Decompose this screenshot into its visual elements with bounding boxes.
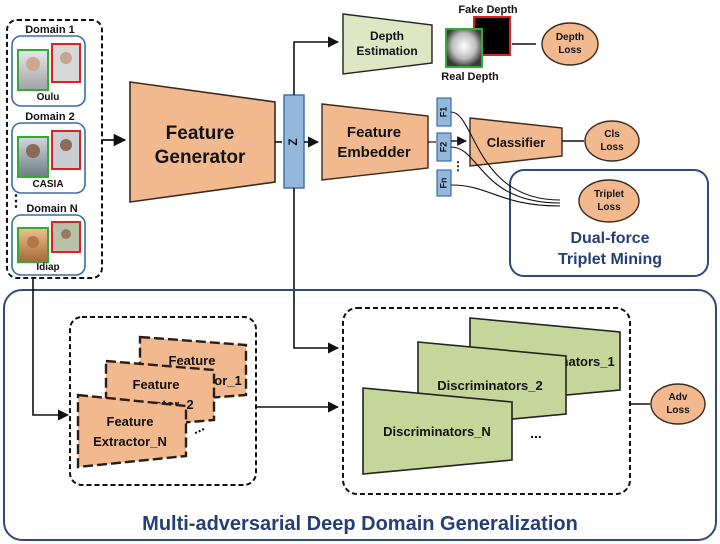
classifier-block	[469, 117, 563, 167]
classifier-label: Classifier	[487, 135, 546, 150]
fake-depth-label: Fake Depth	[458, 4, 518, 16]
feature-embedder-label-2: Embedder	[337, 144, 411, 161]
feature-extractor-n: Feature Extractor_N	[76, 393, 188, 469]
depth-estimation-label-2: Estimation	[356, 44, 417, 58]
adv-loss-label-2: Loss	[666, 405, 690, 416]
feature-embedder-block	[321, 103, 429, 181]
z-feature: Z	[283, 94, 305, 189]
dual-force-title-2: Triplet Mining	[558, 251, 662, 268]
embedding-fn-label: Fn	[438, 178, 448, 189]
z-label: Z	[286, 138, 300, 145]
triplet-line-fn	[450, 184, 561, 207]
feature-extractor-n-block	[76, 393, 188, 469]
feature-extractor-1-label-1: Feature	[169, 353, 216, 368]
triplet-mining-panel: Triplet Loss Dual-force Triplet Mining	[450, 111, 709, 277]
embedding-fn-bar	[436, 169, 452, 197]
arrow-domains-to-extractors	[32, 278, 70, 421]
domain-n-heading: Domain N	[26, 203, 77, 215]
domain-1-fake-face-head	[60, 52, 72, 64]
depth-loss-label-2: Loss	[558, 45, 582, 56]
discriminator-2-label: Discriminators_2	[437, 378, 543, 393]
domain-n-face-head	[27, 236, 39, 248]
feature-extractor-n-label-2: Extractor_N	[93, 434, 167, 449]
cls-loss: Cls Loss	[584, 120, 640, 162]
triplet-line-f1	[450, 111, 561, 201]
discriminator-n-block	[362, 387, 513, 475]
dual-force-title-1: Dual-force	[570, 230, 649, 247]
domain-2-fake-face-head	[60, 139, 72, 151]
multi-adversarial-title: Multi-adversarial Deep Domain Generaliza…	[142, 513, 578, 535]
real-depth-label: Real Depth	[441, 71, 499, 83]
domain-1-heading: Domain 1	[25, 24, 75, 36]
embedding-f2-label: F2	[438, 142, 448, 153]
domain-2-dataset: CASIA	[32, 179, 63, 190]
feature-extractor-2-label-1: Feature	[133, 377, 180, 392]
depth-loss-node	[541, 22, 599, 66]
depth-loss-label-1: Depth	[556, 32, 584, 43]
feature-generator-label-1: Feature	[166, 123, 235, 144]
triplet-loss-node	[578, 179, 640, 223]
feature-generator: Feature Generator	[129, 81, 276, 203]
embedding-ellipsis: ⋮	[452, 159, 464, 173]
feature-generator-block	[129, 81, 276, 203]
domain-2-face-head	[26, 144, 40, 158]
multi-adversarial-border	[3, 289, 717, 541]
feature-embedder-label-1: Feature	[347, 124, 401, 141]
triplet-loss-label-1: Triplet	[594, 189, 625, 200]
domain-ellipsis: ⋮	[8, 193, 24, 210]
domain-panel: Domain 1 Oulu Domain 2 CASIA ⋮ Domain N …	[6, 19, 103, 279]
feature-generator-label-2: Generator	[155, 147, 246, 168]
domain-2-heading: Domain 2	[25, 111, 75, 123]
triplet-mining-border	[509, 169, 709, 277]
discriminator-n: Discriminators_N	[362, 387, 513, 475]
feature-extractor-n-label-1: Feature	[107, 414, 154, 429]
embedding-f1-label: F1	[438, 107, 448, 118]
classifier: Classifier	[469, 117, 563, 167]
adv-loss-node	[650, 383, 706, 425]
discriminator-panel-border	[342, 307, 631, 495]
domain-n-dataset: Idiap	[36, 262, 59, 273]
depth-estimation-label-1: Depth	[370, 29, 404, 43]
depth-estimation-block	[342, 13, 433, 75]
domain-n-fake-face-head	[61, 229, 71, 239]
cls-loss-label-1: Cls	[604, 129, 620, 140]
multi-adversarial-panel: Feature Extractor_1 Feature Extractor_2 …	[3, 278, 717, 541]
adv-loss-label-1: Adv	[669, 392, 688, 403]
triplet-loss-label-2: Loss	[597, 202, 621, 213]
discriminator-ellipsis: ...	[530, 425, 542, 441]
depth-loss: Depth Loss	[541, 22, 599, 66]
real-depth-map	[445, 28, 483, 68]
domain-panel-border	[6, 19, 103, 279]
triplet-line-f2	[450, 146, 561, 204]
cls-loss-node	[584, 120, 640, 162]
discriminator-n-label: Discriminators_N	[383, 424, 491, 439]
domain-1-dataset: Oulu	[37, 92, 60, 103]
extractor-panel-border	[69, 316, 257, 486]
depth-estimation: Depth Estimation	[342, 13, 433, 75]
domain-1-face-head	[26, 57, 40, 71]
embeddings: F1 F2 ⋮ Fn	[436, 97, 464, 197]
arrow-z-to-depth	[293, 36, 340, 95]
cls-loss-label-2: Loss	[600, 142, 624, 153]
feature-embedder: Feature Embedder	[321, 103, 429, 181]
adv-loss: Adv Loss	[650, 383, 706, 425]
arrow-z-to-discriminators	[293, 188, 340, 354]
depth-maps: Fake Depth Real Depth	[441, 4, 518, 83]
